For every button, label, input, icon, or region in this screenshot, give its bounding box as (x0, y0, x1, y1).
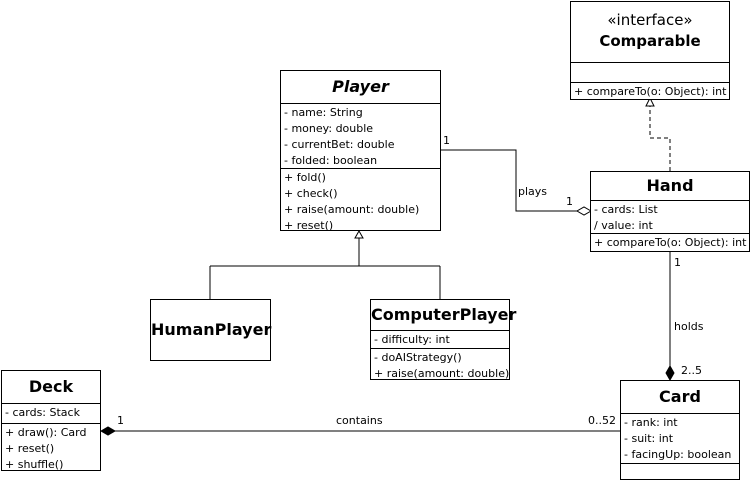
composition-diamond-card (665, 364, 675, 382)
contains-label: contains (336, 414, 383, 427)
attribute: - folded: boolean (284, 154, 378, 167)
plays-mult-player: 1 (443, 134, 450, 147)
attributes-section: - cards: Stack (2, 403, 100, 423)
attribute: - difficulty: int (374, 333, 450, 346)
class-computerplayer[interactable]: ComputerPlayer - difficulty: int - doAIS… (370, 299, 517, 383)
class-name: Comparable (599, 32, 701, 50)
contains-mult-card: 0..52 (588, 414, 616, 427)
composition-diamond-deck (99, 426, 117, 436)
holds-mult-card: 2..5 (681, 364, 702, 377)
plays-label: plays (518, 185, 548, 198)
method: + shuffle() (5, 458, 64, 471)
methods-section: + fold() + check() + raise(amount: doubl… (281, 168, 440, 235)
method: + fold() (284, 171, 326, 184)
methods-section: + draw(): Card + reset() + shuffle() (2, 423, 100, 474)
method: + raise(amount: double) (374, 367, 510, 380)
class-player[interactable]: Player - name: String - money: double - … (280, 70, 441, 232)
class-humanplayer[interactable]: HumanPlayer (150, 299, 271, 361)
aggregation-diamond-hand (575, 206, 593, 216)
methods-section: + compareTo(o: Object): int (571, 82, 729, 101)
class-name: Hand (646, 176, 694, 195)
attributes-section (571, 62, 729, 82)
class-name: Card (659, 387, 701, 406)
method: + raise(amount: double) (284, 203, 420, 216)
method: - doAIStrategy() (374, 351, 462, 364)
contains-mult-deck: 1 (117, 414, 124, 427)
attribute: - cards: Stack (5, 406, 80, 419)
association-plays (441, 149, 577, 212)
attribute: - rank: int (624, 416, 678, 429)
methods-section: - doAIStrategy() + raise(amount: double) (371, 348, 509, 383)
attribute: - cards: List (594, 203, 658, 216)
class-name: Player (332, 77, 389, 96)
attribute: - facingUp: boolean (624, 448, 732, 461)
method: + compareTo(o: Object): int (594, 236, 747, 249)
generalization-arrowhead (354, 229, 364, 239)
method: + compareTo(o: Object): int (574, 85, 727, 98)
methods-section (621, 463, 739, 466)
class-name: Deck (28, 377, 74, 396)
attributes-section: - name: String - money: double - current… (281, 103, 440, 168)
stereotype-label: «interface» (607, 11, 693, 29)
attribute: - suit: int (624, 432, 674, 445)
class-card[interactable]: Card - rank: int - suit: int - facingUp:… (620, 380, 740, 480)
method: + reset() (284, 219, 334, 232)
realization-hand-comparable (649, 105, 671, 171)
holds-mult-hand: 1 (674, 256, 681, 269)
method: + reset() (5, 442, 55, 455)
methods-section: + compareTo(o: Object): int (591, 233, 749, 252)
method: + check() (284, 187, 338, 200)
plays-mult-hand: 1 (566, 195, 573, 208)
attributes-section: - difficulty: int (371, 330, 509, 348)
attribute: - money: double (284, 122, 374, 135)
realization-arrowhead (645, 96, 655, 107)
class-name: HumanPlayer (151, 320, 272, 339)
attribute: - currentBet: double (284, 138, 395, 151)
attribute: - name: String (284, 106, 363, 119)
class-comparable[interactable]: «interface» Comparable + compareTo(o: Ob… (570, 1, 730, 100)
attribute: / value: int (594, 219, 653, 232)
class-name: ComputerPlayer (371, 305, 517, 324)
holds-label: holds (674, 320, 704, 333)
attributes-section: - rank: int - suit: int - facingUp: bool… (621, 413, 739, 463)
attributes-section: - cards: List / value: int (591, 200, 749, 233)
method: + draw(): Card (5, 426, 87, 439)
class-deck[interactable]: Deck - cards: Stack + draw(): Card + res… (1, 370, 101, 471)
class-hand[interactable]: Hand - cards: List / value: int + compar… (590, 171, 750, 252)
